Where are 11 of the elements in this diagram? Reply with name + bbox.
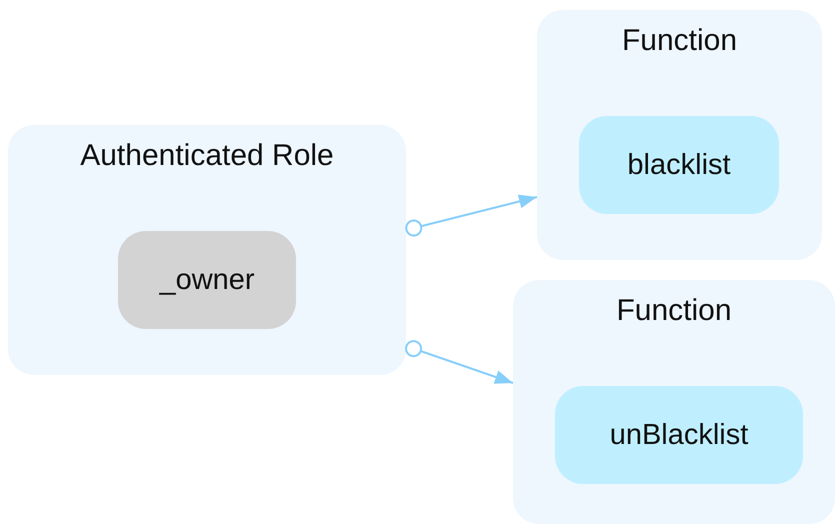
arrow	[405, 194, 538, 237]
process-box: _owner	[118, 231, 296, 329]
group-title: Function	[616, 294, 732, 327]
group-title: Authenticated Role	[80, 139, 334, 172]
group-panel	[513, 280, 835, 524]
process-box: unBlacklist	[555, 386, 803, 484]
group-title: Function	[622, 24, 738, 57]
group-panel	[8, 125, 406, 375]
arrow	[405, 340, 514, 384]
group-panel	[537, 10, 822, 260]
process-box: blacklist	[579, 116, 779, 214]
